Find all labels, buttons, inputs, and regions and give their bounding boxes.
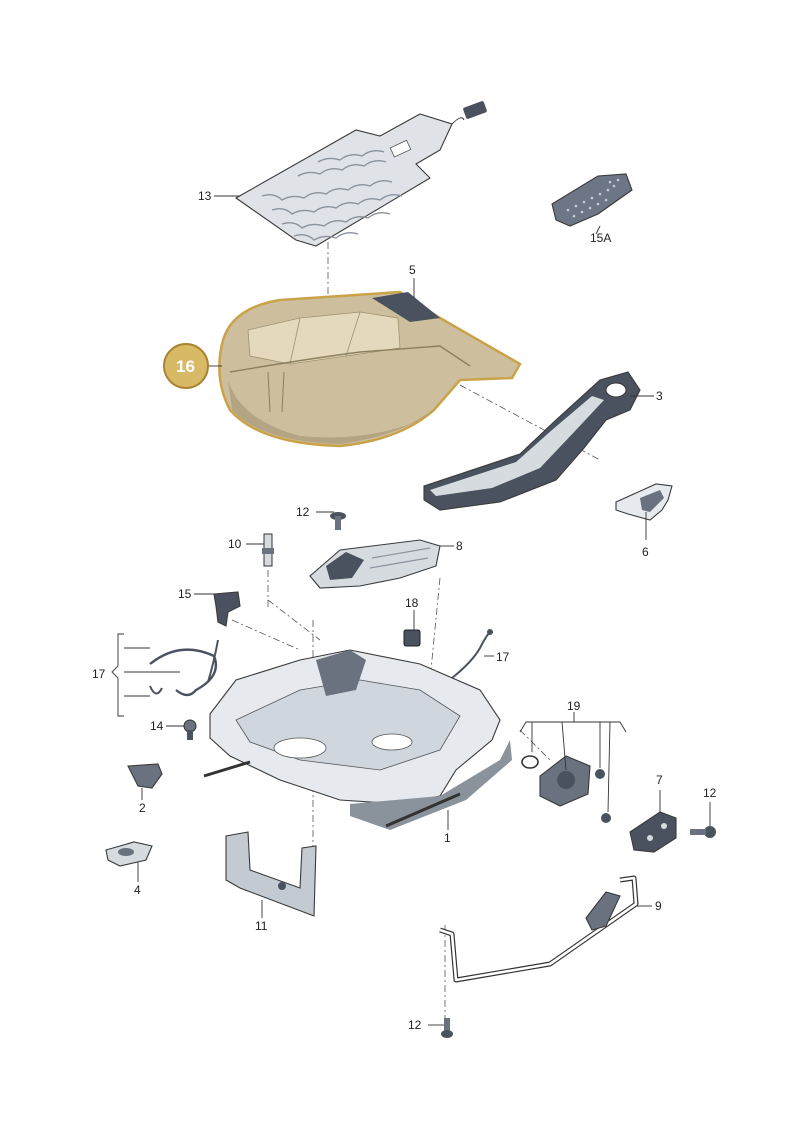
side-trim-part xyxy=(423,371,641,511)
handle-part xyxy=(615,483,673,521)
mechanism-part-19 xyxy=(521,755,611,823)
screw-part-bottom xyxy=(441,1018,453,1038)
label-17-right: 17 xyxy=(496,650,510,664)
lever-part-9 xyxy=(439,875,639,983)
label-18: 18 xyxy=(405,596,419,610)
latch-part-2 xyxy=(127,763,163,789)
clip-part-4 xyxy=(105,841,153,867)
clip-part-15 xyxy=(213,591,241,627)
label-5: 5 xyxy=(409,263,416,277)
bolt-part xyxy=(262,533,274,567)
label-14: 14 xyxy=(150,719,164,733)
label-12-right: 12 xyxy=(703,786,717,800)
label-12-top: 12 xyxy=(296,505,310,519)
cable-parts xyxy=(149,629,493,697)
label-15: 15 xyxy=(178,587,192,601)
screw-part-top xyxy=(330,512,346,530)
label-13: 13 xyxy=(198,189,212,203)
bolt-part-14 xyxy=(183,719,197,740)
motor-part-7 xyxy=(629,811,677,853)
label-10: 10 xyxy=(228,537,242,551)
label-8: 8 xyxy=(456,539,463,553)
label-16: 16 xyxy=(176,357,195,376)
perforated-pad-part xyxy=(551,173,633,227)
label-1: 1 xyxy=(444,831,451,845)
label-19: 19 xyxy=(567,699,581,713)
bracket-part-11 xyxy=(225,831,317,917)
label-4: 4 xyxy=(134,883,141,897)
seat-frame-part xyxy=(203,649,512,830)
label-12-bottom: 12 xyxy=(408,1018,422,1032)
part-labels: 13 5 15A 16 3 12 10 8 6 15 18 17 17 19 1… xyxy=(92,189,717,1032)
label-7: 7 xyxy=(656,773,663,787)
seat-cushion-part xyxy=(218,290,522,448)
callout-16-badge[interactable] xyxy=(163,343,209,389)
label-6: 6 xyxy=(642,545,649,559)
label-17-left: 17 xyxy=(92,667,106,681)
label-11: 11 xyxy=(255,919,268,933)
cover-part xyxy=(309,539,441,589)
label-2: 2 xyxy=(139,801,146,815)
connector-part-18 xyxy=(403,629,421,647)
label-15a: 15A xyxy=(590,231,611,245)
label-3: 3 xyxy=(656,389,663,403)
screw-part-right xyxy=(690,826,716,838)
heating-mat-part xyxy=(234,101,487,247)
label-9: 9 xyxy=(655,899,662,913)
leader-lines xyxy=(111,195,711,1026)
